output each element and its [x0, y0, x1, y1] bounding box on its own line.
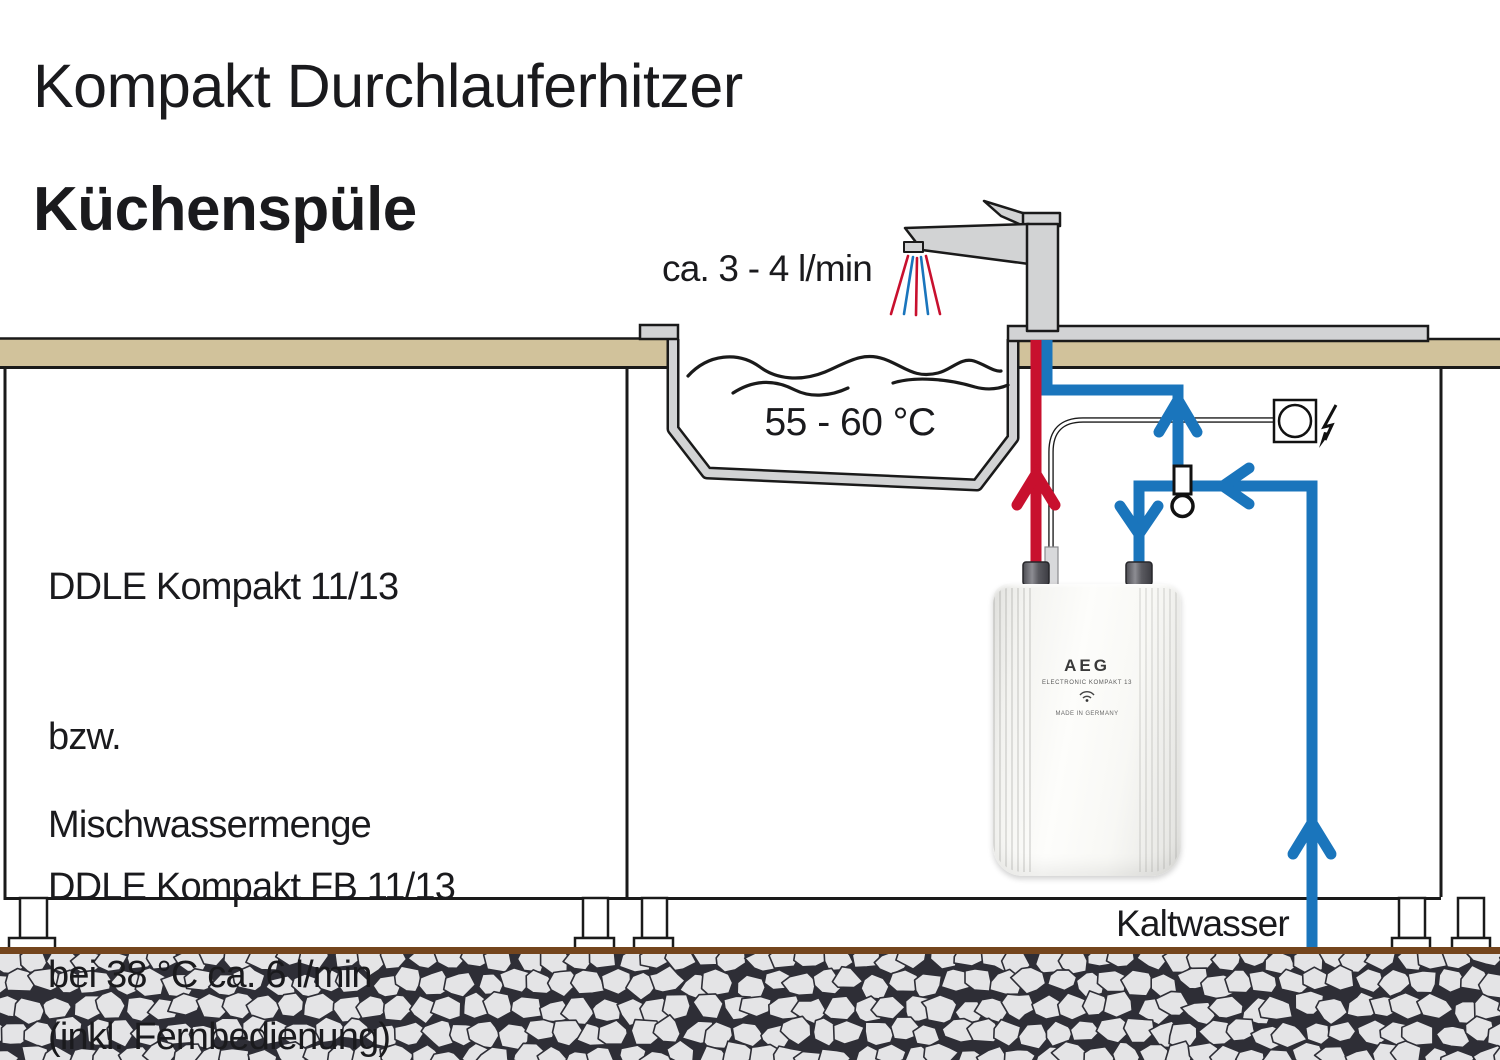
faucet — [903, 199, 1062, 333]
hot-outlet-fitting — [1022, 561, 1050, 586]
info-line: bei 38 °C ca. 6 l/min — [48, 954, 372, 996]
hot-arrow-up — [1011, 463, 1061, 511]
info-line: DDLE Kompakt 11/13 — [48, 566, 399, 608]
countertop — [0, 337, 1500, 369]
sink-basin — [638, 323, 1430, 492]
cold-inlet-fitting — [1125, 561, 1153, 586]
cold-water-label: Kaltwasser — [1116, 903, 1290, 944]
cobblestone-pattern — [0, 953, 1500, 1060]
heater-brand: AEG — [1064, 656, 1110, 675]
sink-rim-lip — [638, 323, 680, 341]
water-waves — [686, 354, 1010, 397]
page-title: Kompakt Durchlauferhitzer Küchenspüle — [33, 4, 743, 293]
water-heater-unit: AEG ELECTRONIC KOMPAKT 13 MADE IN GERMAN… — [993, 584, 1181, 876]
info-line: bzw. — [48, 716, 122, 758]
electrical-connection — [1048, 398, 1338, 575]
device-info-block: DDLE Kompakt 11/13 bzw. DDLE Kompakt FB … — [48, 462, 456, 1060]
heater-label: AEG ELECTRONIC KOMPAKT 13 MADE IN GERMAN… — [993, 656, 1181, 717]
wifi-icon — [993, 689, 1181, 707]
hot-water-pipe — [1011, 340, 1061, 566]
lightning-bolt-icon — [1319, 404, 1338, 448]
mixed-temp-label: 55 - 60 °C — [764, 401, 936, 444]
info-line: Mischwassermenge — [48, 804, 372, 846]
heater-fittings — [1022, 546, 1153, 586]
faucet-body — [1025, 222, 1060, 333]
outlet-circle — [1277, 403, 1313, 439]
cold-flow-arrows — [1114, 389, 1337, 860]
title-line1: Kompakt Durchlauferhitzer — [33, 52, 743, 121]
floor — [0, 953, 1500, 1060]
mix-info-block: Mischwassermenge bei 38 °C ca. 6 l/min — [48, 700, 372, 1060]
floor-line — [0, 947, 1500, 954]
water-spray — [889, 254, 942, 317]
flow-rate-label: ca. 3 - 4 l/min — [662, 248, 873, 289]
heater-model: ELECTRONIC KOMPAKT 13 — [1041, 680, 1133, 686]
title-line2: Küchenspüle — [33, 174, 417, 244]
cold-pipe-to-faucet — [1041, 340, 1184, 484]
info-line: (inkl. Fernbedienung) — [48, 1016, 391, 1058]
faucet-aerator — [903, 241, 924, 253]
cold-arrow-up-to-faucet — [1153, 389, 1203, 438]
cold-arrow-up-riser — [1287, 812, 1337, 860]
sink-deck — [1006, 324, 1430, 343]
cabinet-outline — [3, 367, 1443, 900]
cold-arrow-left — [1213, 462, 1255, 510]
shutoff-valve-icon — [1170, 464, 1195, 519]
heater-origin: MADE IN GERMANY — [1055, 711, 1119, 717]
heater-ridges-left — [993, 588, 1035, 872]
info-line: DDLE Kompakt FB 11/13 — [48, 866, 456, 908]
heater-ridges-right — [1139, 588, 1181, 872]
cold-arrow-down-to-heater — [1114, 500, 1164, 544]
